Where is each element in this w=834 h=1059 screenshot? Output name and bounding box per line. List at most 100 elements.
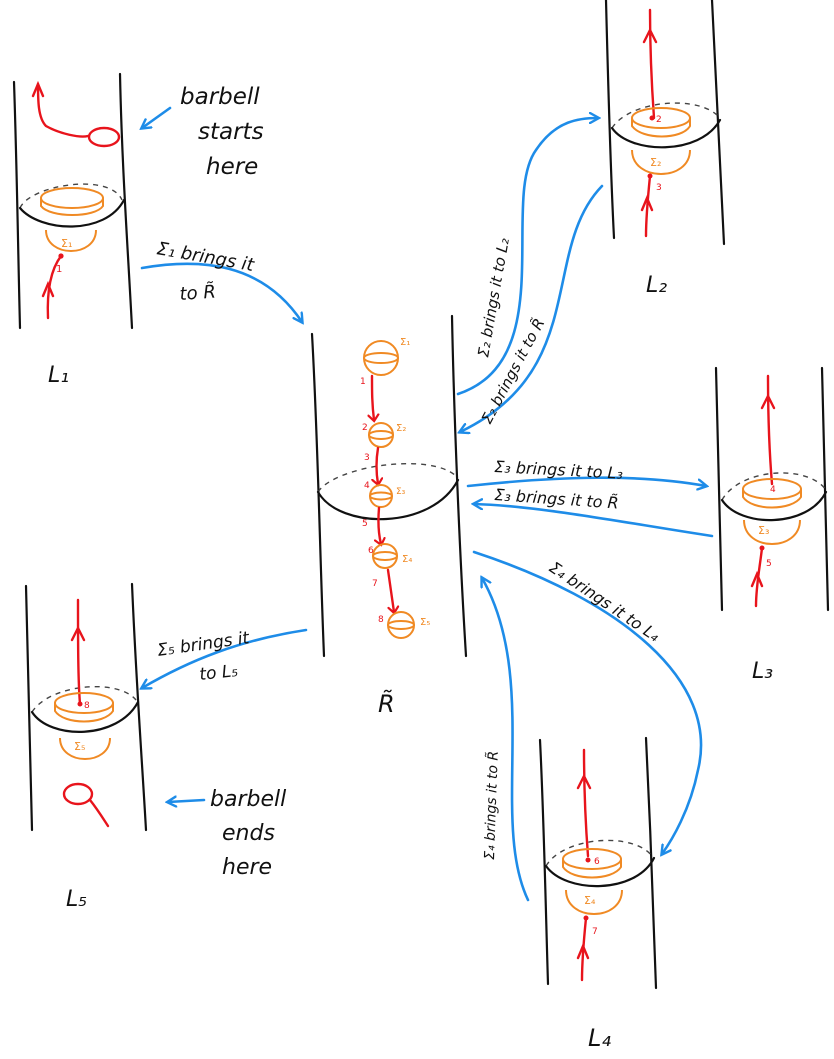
start-note-line-3: here: [206, 154, 258, 180]
l1-label: L₁: [48, 363, 69, 388]
l2-disk-side: [631, 118, 691, 138]
s3-label-to-r: Σ₃ brings it to R̃: [494, 485, 620, 513]
l2-point-3: 3: [656, 183, 662, 193]
s3-arrow-to-l3: [466, 476, 706, 486]
s1-arrow-label-2: to R̃: [179, 281, 217, 305]
l5-right-wall: [130, 582, 148, 832]
r-sigma-5: Σ₅: [420, 617, 430, 628]
l3-red-strand-top: [766, 374, 774, 486]
r-strand-7-8: [386, 568, 394, 612]
r-point-5: 5: [362, 519, 368, 529]
l5-sigma-cup: [59, 737, 111, 760]
l5-barbell-loop: [62, 782, 94, 806]
r-strand-3-4: [377, 446, 379, 484]
l1-right-wall: [118, 72, 134, 330]
end-note-line-1: barbell: [210, 787, 286, 812]
r-sphere-4: [372, 543, 398, 569]
l3-solid-rim: [720, 490, 828, 522]
l2-sigma-label: Σ₂: [650, 156, 661, 169]
l5-sigma-label: Σ₅: [74, 740, 85, 753]
s3-arrow-to-r: [474, 504, 714, 538]
l5-dashed-rim: [31, 685, 137, 713]
end-note-line-2: ends: [222, 821, 275, 846]
s1-arrow-label-1: Σ₁ brings it: [155, 238, 256, 276]
r-point-6: 6: [368, 546, 374, 556]
l4-disk-side: [562, 859, 622, 879]
point-1-label: 1: [56, 264, 62, 275]
l3-left-wall: [714, 366, 724, 612]
start-note-line-2: starts: [198, 119, 264, 145]
l1-arrowhead: [31, 80, 45, 98]
r-strand-1-2: [372, 374, 374, 420]
r-sphere-1-equator: [363, 352, 399, 364]
l4-disk-top: [562, 848, 622, 870]
l2-point-2: 2: [656, 115, 662, 125]
region-l5: 8 Σ₅ L₅: [24, 582, 148, 912]
l4-label: L₄: [588, 1024, 611, 1052]
l3-point-4: 4: [770, 485, 776, 495]
l2-dashed-rim: [611, 102, 721, 129]
end-note-arrow: [168, 800, 206, 802]
r-sigma-2: Σ₂: [396, 423, 406, 434]
r-point-1: 1: [360, 377, 366, 387]
s5-arrow-path: [142, 628, 308, 688]
l1-left-wall: [12, 80, 22, 330]
region-l3: 4 Σ₃ 5 L₃: [714, 366, 830, 684]
l4-arrowhead: [576, 773, 592, 790]
r-point-4: 4: [364, 481, 370, 491]
s2-arrow-to-r: [460, 184, 604, 432]
s4-arrow-to-r: [482, 578, 530, 902]
region-l1: Σ₁ 1 L₁: [12, 72, 134, 388]
l4-sigma-cup: [565, 889, 623, 915]
r-sphere-2-equator: [368, 430, 394, 440]
r-sigma-1: Σ₁: [400, 337, 410, 348]
l3-strand-arrow: [750, 570, 764, 588]
l2-red-strand-bottom: [644, 174, 652, 238]
l5-barbell-tail: [88, 798, 110, 828]
l3-sigma-cup: [743, 519, 801, 545]
start-note: barbell starts here: [142, 84, 264, 180]
point-1-dot: [58, 253, 64, 259]
l5-arrowhead: [70, 625, 86, 642]
end-note: barbell ends here: [168, 787, 286, 880]
r-sphere-3: [369, 484, 393, 508]
l4-red-strand-top: [582, 748, 590, 858]
r-sphere-1: [363, 340, 399, 376]
l3-dashed-rim: [721, 472, 827, 501]
s2-arrow-to-l2: [456, 118, 598, 396]
r-solid-rim: [316, 478, 460, 521]
end-note-line-3: here: [222, 855, 272, 880]
start-note-line-1: barbell: [180, 84, 260, 110]
r-point-3: 3: [364, 453, 370, 463]
l1-red-strand: [46, 254, 63, 320]
l1-solid-rim: [18, 198, 126, 228]
s3-label-to-l3: Σ₃ brings it to L₃: [494, 457, 624, 483]
l3-sigma-label: Σ₃: [758, 524, 769, 537]
l4-dashed-rim: [545, 839, 653, 867]
l2-arrowhead: [642, 27, 658, 44]
r-label: R̃: [378, 690, 395, 718]
l2-point-2-dot: [649, 115, 655, 121]
l5-red-strand: [76, 598, 82, 706]
l1-disk-top: [40, 187, 104, 209]
l5-solid-rim: [30, 700, 140, 733]
l4-solid-rim: [544, 856, 656, 888]
arrows-s3: Σ₃ brings it to L₃ Σ₃ brings it to R̃: [466, 457, 714, 538]
l2-red-strand-top: [648, 8, 656, 120]
r-point-8: 8: [378, 615, 384, 625]
r-strand-5-6: [378, 506, 381, 544]
l2-left-wall: [604, 0, 616, 240]
start-note-arrow: [142, 106, 172, 128]
l4-point-6: 6: [594, 857, 600, 867]
r-sigma-4: Σ₄: [402, 554, 412, 565]
l5-point-8: 8: [84, 701, 90, 711]
l4-sigma-label: Σ₄: [584, 894, 596, 907]
l4-strand-arrow: [576, 942, 590, 960]
l3-point-5: 5: [766, 559, 772, 569]
s2-label-to-l2: Σ₂ brings it to L₂: [474, 237, 513, 359]
r-sphere-5: [387, 611, 415, 639]
r-dashed-rim: [317, 462, 457, 493]
l5-label: L₅: [66, 887, 87, 912]
region-r: Σ₁ 1 2 Σ₂ 3 4 Σ₃ 5 6 Σ₄ 7 8 Σ₅ R̃: [310, 314, 468, 718]
